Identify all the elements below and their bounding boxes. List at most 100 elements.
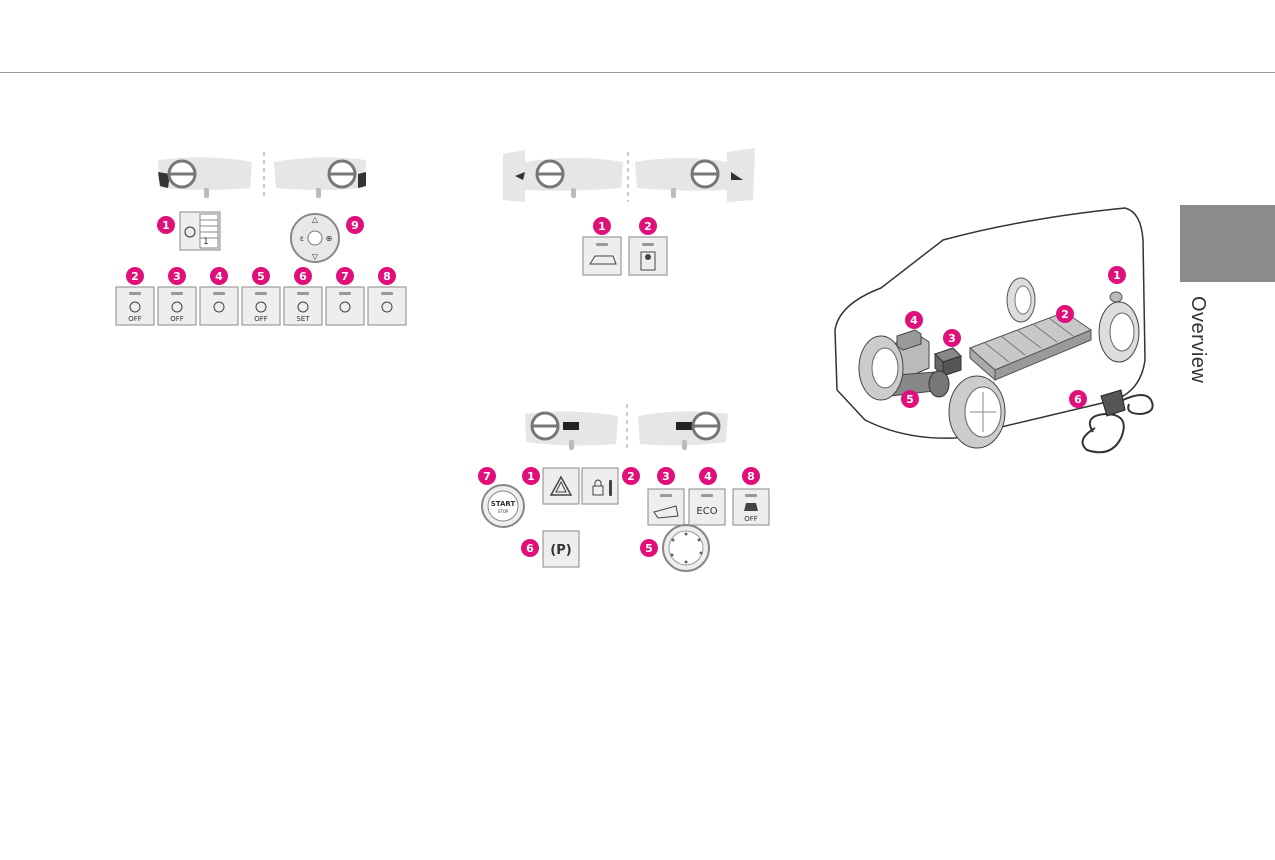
- svg-text:1: 1: [203, 237, 209, 247]
- callout-badge: [378, 267, 396, 285]
- callout-badge: 6: [1069, 390, 1087, 408]
- callout-number: 6: [299, 270, 307, 283]
- esp-off-label: OFF: [744, 515, 758, 523]
- dashboard-center-lhd: [525, 411, 618, 450]
- callout-badge: 5: [901, 390, 919, 408]
- callout-badge: 3: [943, 329, 961, 347]
- wheel-rear-left: [1006, 277, 1036, 323]
- callout-badge: 2: [622, 467, 640, 485]
- charging-cable: [1081, 389, 1154, 454]
- vehicle-body-outline: [834, 207, 1146, 439]
- svg-text:3: 3: [948, 332, 956, 345]
- hill-descent-button[interactable]: [647, 488, 685, 526]
- callout-badge: [294, 267, 312, 285]
- svg-text:1: 1: [1113, 269, 1121, 282]
- lane-assist-off-icon: [255, 301, 267, 313]
- callout-number: 8: [383, 270, 391, 283]
- heated-windscreen-button[interactable]: 8: [367, 267, 407, 326]
- airbag-icon: [339, 301, 351, 313]
- tpms-set-icon: [297, 301, 309, 313]
- callout-badge: 9: [346, 216, 364, 234]
- callout-badge: 4: [905, 311, 923, 329]
- airbag-controls-figure: 1 2: [503, 148, 755, 276]
- callout-badge: 4: [699, 467, 717, 485]
- section-tab[interactable]: [1180, 205, 1275, 282]
- eco-button[interactable]: ECO: [688, 488, 726, 526]
- climate-timer-button[interactable]: 4: [199, 267, 239, 326]
- eco-label: ECO: [696, 506, 717, 517]
- auto-hold-off-icon: [129, 301, 141, 313]
- dashboard-rhd: [274, 157, 366, 198]
- steering-wheel-controls[interactable]: △ ▽ ε ⊕: [290, 213, 340, 263]
- svg-text:2: 2: [627, 470, 635, 483]
- callout-badge: 2: [639, 217, 657, 235]
- svg-text:ε: ε: [300, 234, 304, 243]
- svg-text:4: 4: [704, 470, 712, 483]
- callout-badge: 7: [478, 467, 496, 485]
- svg-text:△: △: [312, 215, 319, 224]
- callout-badge: 5: [640, 539, 658, 557]
- svg-text:1: 1: [527, 470, 535, 483]
- vehicle-electric-layout-figure: 1 2 3 4 5 6: [834, 207, 1154, 454]
- hazard-button[interactable]: [542, 467, 580, 505]
- drive-mode-selector[interactable]: [662, 524, 710, 572]
- svg-text:2: 2: [644, 220, 652, 233]
- svg-text:3: 3: [662, 470, 670, 483]
- callout-badge: [252, 267, 270, 285]
- svg-text:⊕: ⊕: [326, 234, 333, 243]
- svg-text:9: 9: [351, 219, 359, 232]
- battery-pack: [969, 311, 1093, 382]
- svg-text:6: 6: [526, 542, 534, 555]
- callout-badge: 1: [157, 216, 175, 234]
- callout-badge: 2: [1056, 305, 1074, 323]
- callout-badge: 1: [522, 467, 540, 485]
- header-rule: [0, 72, 1275, 73]
- callout-badge: 1: [593, 217, 611, 235]
- callout-number: 5: [257, 270, 265, 283]
- parking-brake-button[interactable]: (P): [542, 530, 580, 568]
- callout-badge: [336, 267, 354, 285]
- dashboard-rhd-door: [635, 148, 755, 202]
- svg-text:5: 5: [906, 393, 914, 406]
- callout-badge: 8: [742, 467, 760, 485]
- callout-number: 2: [131, 270, 139, 283]
- vehicle-button[interactable]: [582, 236, 622, 276]
- callout-badge: [126, 267, 144, 285]
- svg-text:1: 1: [598, 220, 606, 233]
- callout-badge: 6: [521, 539, 539, 557]
- stop-label: STOP: [498, 509, 509, 514]
- dashboard-lhd: [158, 157, 252, 198]
- park-assist-off-icon: [171, 301, 183, 313]
- airbag-off-button[interactable]: [628, 236, 668, 276]
- wheel-front-left: [858, 335, 904, 401]
- heated-windscreen-icon: [381, 301, 393, 313]
- start-stop-button[interactable]: START STOP: [481, 484, 525, 528]
- callout-badge: 1: [1108, 266, 1126, 284]
- svg-text:4: 4: [910, 314, 918, 327]
- charging-port: [1109, 291, 1123, 303]
- center-console-figure: 7 1 2 3 4 8 6 5 START STOP ECO OFF: [478, 404, 770, 572]
- callout-number: 4: [215, 270, 223, 283]
- dashboard-lhd-door: [503, 150, 623, 202]
- climate-timer-icon: [213, 301, 225, 313]
- airbag-button[interactable]: 7: [325, 267, 365, 326]
- button-label: OFF: [128, 315, 142, 323]
- svg-text:1: 1: [162, 219, 170, 232]
- esp-off-button[interactable]: OFF: [732, 488, 770, 526]
- wheel-front-right: [948, 375, 1006, 449]
- headlight-leveling-control[interactable]: 1: [179, 211, 221, 251]
- button-label: OFF: [170, 315, 184, 323]
- auxiliary-battery: [934, 347, 962, 378]
- callout-badge: [210, 267, 228, 285]
- svg-text:5: 5: [645, 542, 653, 555]
- wheel-rear-right: [1098, 301, 1140, 363]
- callout-number: 7: [341, 270, 349, 283]
- central-lock-button[interactable]: [581, 467, 619, 505]
- callout-number: 3: [173, 270, 181, 283]
- start-label: START: [491, 500, 516, 508]
